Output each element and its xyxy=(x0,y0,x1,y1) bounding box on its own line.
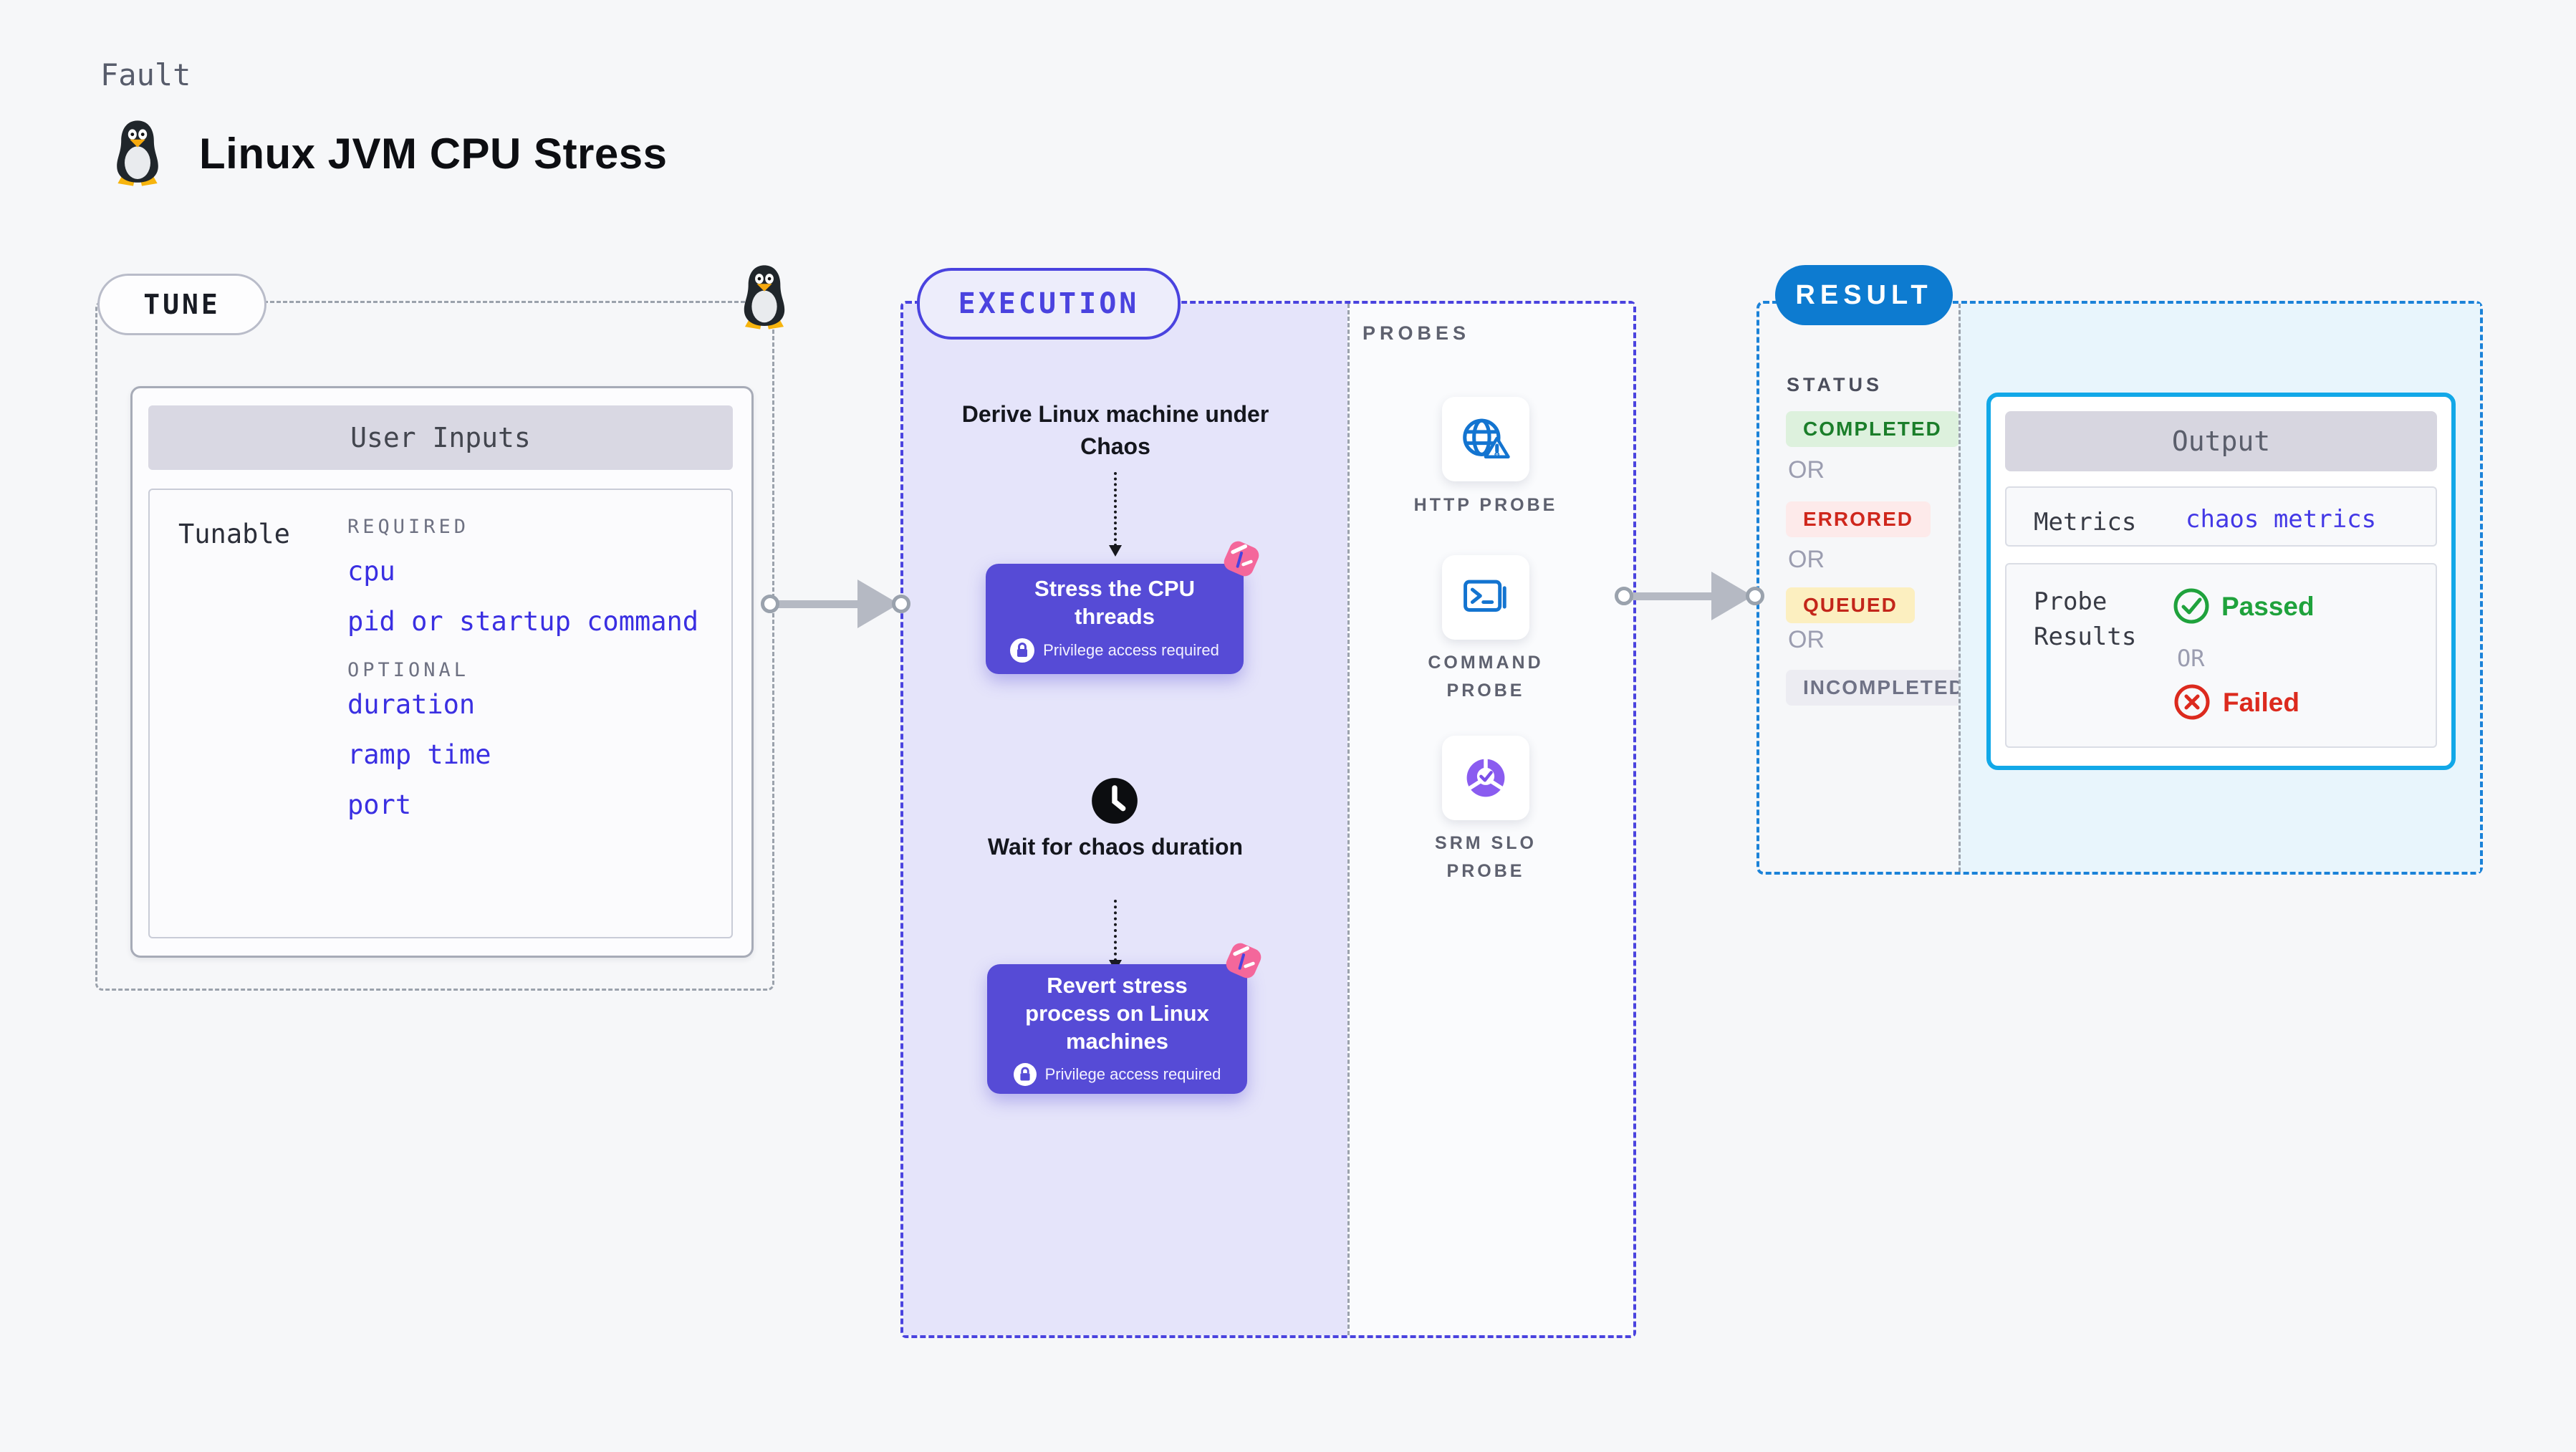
status-badge-completed: COMPLETED xyxy=(1786,411,1959,447)
required-label: REQUIRED xyxy=(347,516,470,538)
probes-label: PROBES xyxy=(1363,322,1471,344)
input-link-pid-or-startup-command[interactable]: pid or startup command xyxy=(347,606,699,637)
step-stress-node: Stress the CPU threads Privilege access … xyxy=(986,564,1244,674)
linux-tux-corner-icon xyxy=(744,265,785,330)
flow-arrow-down xyxy=(1109,472,1122,557)
privilege-note: Privilege access required xyxy=(1044,1064,1221,1083)
user-inputs-table: Tunable REQUIRED cpu pid or startup comm… xyxy=(148,489,733,938)
input-link-duration[interactable]: duration xyxy=(347,689,476,720)
connector-dot xyxy=(1746,587,1764,605)
tune-section xyxy=(95,301,774,991)
privilege-note: Privilege access required xyxy=(1043,640,1219,659)
chaos-metrics-link[interactable]: chaos metrics xyxy=(2186,505,2377,534)
globe-alert-icon xyxy=(1460,415,1512,463)
execution-badge: EXECUTION xyxy=(917,268,1181,340)
failed-label: Failed xyxy=(2223,688,2299,717)
status-column: STATUS COMPLETED OR ERRORED OR QUEUED OR… xyxy=(1759,304,1982,872)
linux-tux-icon xyxy=(117,120,158,186)
input-link-ramp-time[interactable]: ramp time xyxy=(347,739,491,770)
step-wait-text: Wait for chaos duration xyxy=(987,834,1244,860)
chaos-fault-icon xyxy=(1221,938,1267,984)
flow-arrow-down xyxy=(1109,900,1122,971)
fault-kind-label: Fault xyxy=(100,57,191,92)
input-link-cpu[interactable]: cpu xyxy=(347,556,395,587)
connector-dot xyxy=(1615,587,1633,605)
output-header: Output xyxy=(2005,411,2437,471)
http-probe-label: HTTP PROBE xyxy=(1413,495,1558,515)
or-label: OR xyxy=(1788,456,1825,484)
command-probe-label: COMMAND PROBE xyxy=(1428,653,1544,701)
result-badge: RESULT xyxy=(1775,265,1953,325)
or-label: OR xyxy=(1788,546,1825,573)
tune-badge: TUNE xyxy=(97,274,266,335)
passed-label: Passed xyxy=(2221,592,2315,621)
arrow-shaft xyxy=(1630,592,1720,600)
tune-to-execution-arrow xyxy=(761,575,910,633)
step-stress-label: Stress the CPU threads xyxy=(1034,576,1195,629)
or-label: OR xyxy=(2177,645,2205,672)
chaos-fault-icon xyxy=(1219,536,1264,582)
arrow-shaft xyxy=(777,600,866,608)
step-derive-text: Derive Linux machine under Chaos xyxy=(961,401,1269,459)
command-probe-card xyxy=(1442,555,1529,640)
passed-check-icon xyxy=(2173,587,2210,625)
tunable-row-label: Tunable xyxy=(178,519,290,549)
user-inputs-header: User Inputs xyxy=(148,405,733,470)
wait-clock-icon xyxy=(1090,777,1139,825)
optional-label: OPTIONAL xyxy=(347,659,470,681)
privilege-row: Privilege access required xyxy=(1013,1062,1221,1086)
failed-x-icon xyxy=(2173,683,2211,721)
probes-panel: PROBES HTTP PROBE COMMAND PROBE SRM SLO … xyxy=(1347,304,1633,1335)
probe-results-row: Probe Results Passed OR Failed xyxy=(2005,563,2437,748)
lock-icon xyxy=(1010,638,1035,663)
terminal-icon xyxy=(1461,572,1511,622)
privilege-row: Privilege access required xyxy=(1010,638,1219,663)
result-badge-label: RESULT xyxy=(1795,279,1933,310)
execution-section: Derive Linux machine under Chaos Stress … xyxy=(900,301,1636,1338)
metrics-row: Metrics chaos metrics xyxy=(2005,486,2437,547)
status-label: STATUS xyxy=(1787,374,1883,395)
or-label: OR xyxy=(1788,626,1825,653)
tune-badge-label: TUNE xyxy=(143,289,221,320)
slo-pie-check-icon xyxy=(1462,754,1509,802)
step-revert-label: Revert stress process on Linux machines xyxy=(1025,973,1209,1054)
page-title: Linux JVM CPU Stress xyxy=(199,129,668,178)
page-title-row: Linux JVM CPU Stress xyxy=(109,117,668,189)
srm-slo-probe-card xyxy=(1442,736,1529,820)
output-card: Output Metrics chaos metrics Probe Resul… xyxy=(1986,393,2456,770)
srm-slo-probe-label: SRM SLO PROBE xyxy=(1435,833,1537,881)
http-probe-card xyxy=(1442,397,1529,481)
status-badge-errored: ERRORED xyxy=(1786,501,1931,537)
probe-results-label: Probe Results xyxy=(2034,587,2137,652)
lock-icon xyxy=(1013,1062,1037,1086)
user-inputs-card: User Inputs Tunable REQUIRED cpu pid or … xyxy=(130,386,754,958)
execution-flow-area: Derive Linux machine under Chaos Stress … xyxy=(903,304,1347,1335)
connector-dot xyxy=(761,595,779,613)
execution-badge-label: EXECUTION xyxy=(958,287,1140,320)
execution-to-result-arrow xyxy=(1615,567,1764,625)
connector-dot xyxy=(892,595,910,613)
step-revert-node: Revert stress process on Linux machines … xyxy=(987,964,1247,1094)
status-badge-incompleted: INCOMPLETED xyxy=(1786,670,1982,706)
input-link-port[interactable]: port xyxy=(347,789,412,820)
metrics-label: Metrics xyxy=(2034,508,2137,537)
status-badge-queued: QUEUED xyxy=(1786,587,1915,623)
